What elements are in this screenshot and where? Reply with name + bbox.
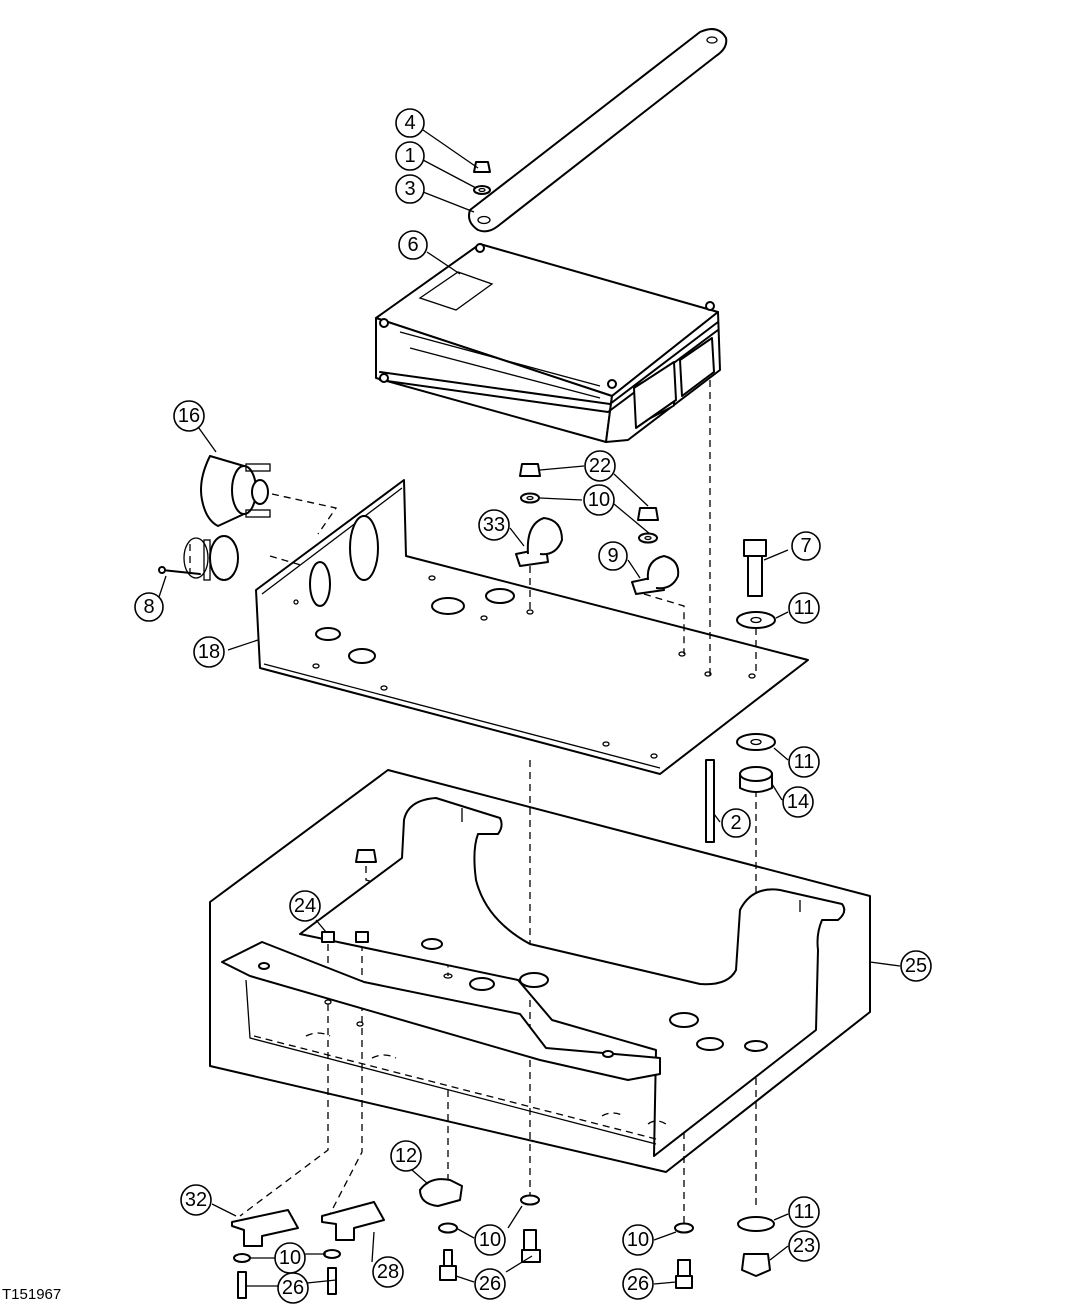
nut-and-washer xyxy=(473,161,491,195)
callout-16: 16 xyxy=(173,400,205,432)
callout-4: 4 xyxy=(395,108,425,138)
svg-text:32: 32 xyxy=(185,1189,207,1211)
callout-23: 23 xyxy=(788,1230,820,1262)
svg-text:25: 25 xyxy=(905,955,927,977)
callout-26-left: 26 xyxy=(277,1272,309,1304)
svg-text:7: 7 xyxy=(800,535,811,557)
svg-text:6: 6 xyxy=(407,234,418,256)
svg-text:3: 3 xyxy=(404,178,415,200)
callout-22: 22 xyxy=(584,450,616,482)
callout-14: 14 xyxy=(782,786,814,818)
svg-text:26: 26 xyxy=(282,1277,304,1299)
svg-text:2: 2 xyxy=(730,812,741,834)
callout-9: 9 xyxy=(598,541,628,571)
svg-text:22: 22 xyxy=(589,455,611,477)
callout-33: 33 xyxy=(478,509,510,541)
svg-text:1: 1 xyxy=(404,145,415,167)
callout-8: 8 xyxy=(134,592,164,622)
svg-text:12: 12 xyxy=(395,1145,417,1167)
callout-28: 28 xyxy=(372,1256,404,1288)
callout-11-bottom: 11 xyxy=(788,1196,820,1228)
callout-32: 32 xyxy=(180,1184,212,1216)
callout-10-upper: 10 xyxy=(583,484,615,516)
callout-26-center: 26 xyxy=(474,1268,506,1300)
callout-2: 2 xyxy=(721,808,751,838)
svg-text:11: 11 xyxy=(794,597,815,619)
svg-text:14: 14 xyxy=(787,791,809,813)
callout-7: 7 xyxy=(791,531,821,561)
mounting-plate xyxy=(255,479,809,775)
svg-text:24: 24 xyxy=(294,895,316,917)
svg-text:26: 26 xyxy=(479,1273,501,1295)
callout-25: 25 xyxy=(900,950,932,982)
callout-11-middle: 11 xyxy=(788,746,820,778)
svg-text:10: 10 xyxy=(479,1229,501,1251)
figure-id: T151967 xyxy=(2,1286,62,1303)
svg-text:18: 18 xyxy=(198,641,220,663)
controller-unit xyxy=(375,243,721,443)
callout-3: 3 xyxy=(395,174,425,204)
svg-text:10: 10 xyxy=(627,1229,649,1251)
ground-strap xyxy=(468,28,728,233)
callout-18: 18 xyxy=(193,636,225,668)
base-bracket xyxy=(209,769,871,1173)
callout-24: 24 xyxy=(289,890,321,922)
bottom-hardware xyxy=(231,1178,775,1299)
callout-1: 1 xyxy=(395,141,425,171)
callout-11-top: 11 xyxy=(788,592,820,624)
svg-text:11: 11 xyxy=(794,1201,815,1223)
svg-text:28: 28 xyxy=(377,1261,399,1283)
connector-assembly xyxy=(158,455,271,581)
callout-26-right: 26 xyxy=(622,1268,654,1300)
svg-text:11: 11 xyxy=(794,751,815,773)
svg-text:8: 8 xyxy=(143,596,154,618)
callout-10-right: 10 xyxy=(622,1224,654,1256)
svg-text:10: 10 xyxy=(588,489,610,511)
svg-text:23: 23 xyxy=(793,1235,815,1257)
svg-text:4: 4 xyxy=(404,112,415,134)
callout-10-left: 10 xyxy=(274,1242,306,1274)
callout-10-center: 10 xyxy=(474,1224,506,1256)
svg-text:33: 33 xyxy=(483,514,505,536)
svg-text:10: 10 xyxy=(279,1247,301,1269)
callout-12: 12 xyxy=(390,1140,422,1172)
clamps-and-hardware xyxy=(515,463,680,595)
svg-text:16: 16 xyxy=(178,405,200,427)
callout-6: 6 xyxy=(398,230,428,260)
svg-text:9: 9 xyxy=(607,545,618,567)
isolator-mount-hardware xyxy=(705,539,776,843)
svg-text:26: 26 xyxy=(627,1273,649,1295)
